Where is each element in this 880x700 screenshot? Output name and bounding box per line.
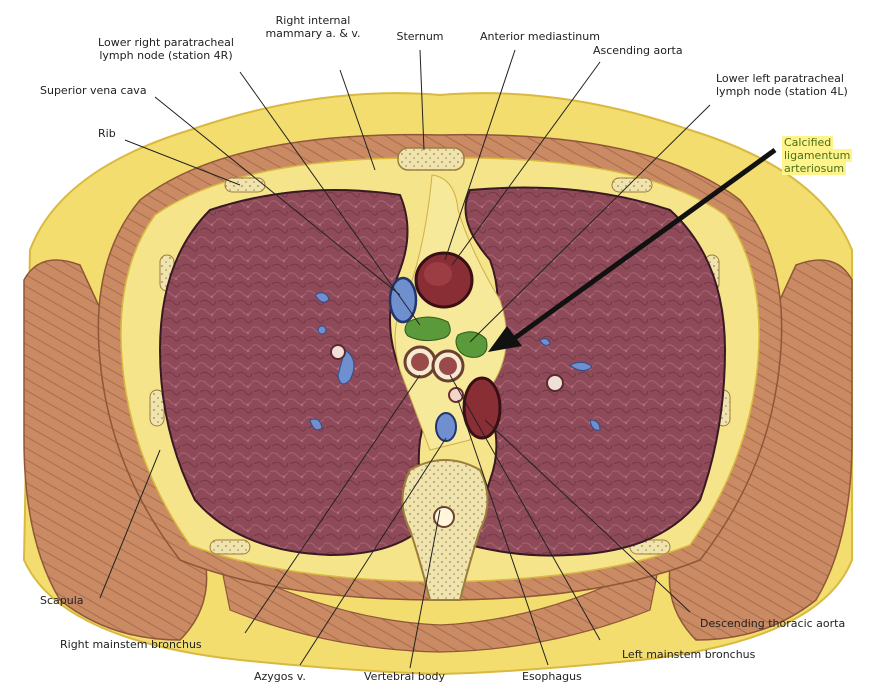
label-rib: Rib <box>98 127 116 140</box>
label-right-internal-mammary: Right internal mammary a. & v. <box>265 14 361 40</box>
label-right-mainstem-bronchus: Right mainstem bronchus <box>60 638 202 651</box>
label-esophagus: Esophagus <box>522 670 582 683</box>
label-scapula: Scapula <box>40 594 84 607</box>
leader-lines <box>99 49 711 669</box>
label-vertebral-body: Vertebral body <box>364 670 446 683</box>
pointer-arrowhead <box>488 326 522 352</box>
label-calcified-ligamentum: Calcified ligamentum arteriosum <box>782 136 853 175</box>
label-anterior-mediastinum: Anterior mediastinum <box>480 30 600 43</box>
label-azygos: Azygos v. <box>254 670 306 683</box>
superior-vena-cava-vessel <box>388 276 418 324</box>
sternum-bone <box>397 147 465 171</box>
label-sternum: Sternum <box>396 30 444 43</box>
label-left-mainstem-bronchus: Left mainstem bronchus <box>622 648 756 661</box>
left-lung <box>464 186 727 557</box>
lymph-node-4r <box>404 316 451 342</box>
label-descending-thoracic-aorta: Descending thoracic aorta <box>700 617 846 630</box>
vertebra <box>401 459 489 601</box>
bronchi <box>403 345 465 383</box>
label-ascending-aorta: Ascending aorta <box>593 44 683 57</box>
pointer-arrow <box>510 147 777 343</box>
right-lung <box>158 189 432 557</box>
descending-aorta-vessel <box>462 376 502 440</box>
lung-vessels <box>309 292 601 431</box>
azygos-vessel <box>435 412 457 442</box>
label-lower-left-paratracheal: Lower left paratracheal lymph node (stat… <box>716 72 848 98</box>
label-superior-vena-cava: Superior vena cava <box>40 84 147 97</box>
label-lower-right-paratracheal: Lower right paratracheal lymph node (sta… <box>98 36 234 62</box>
